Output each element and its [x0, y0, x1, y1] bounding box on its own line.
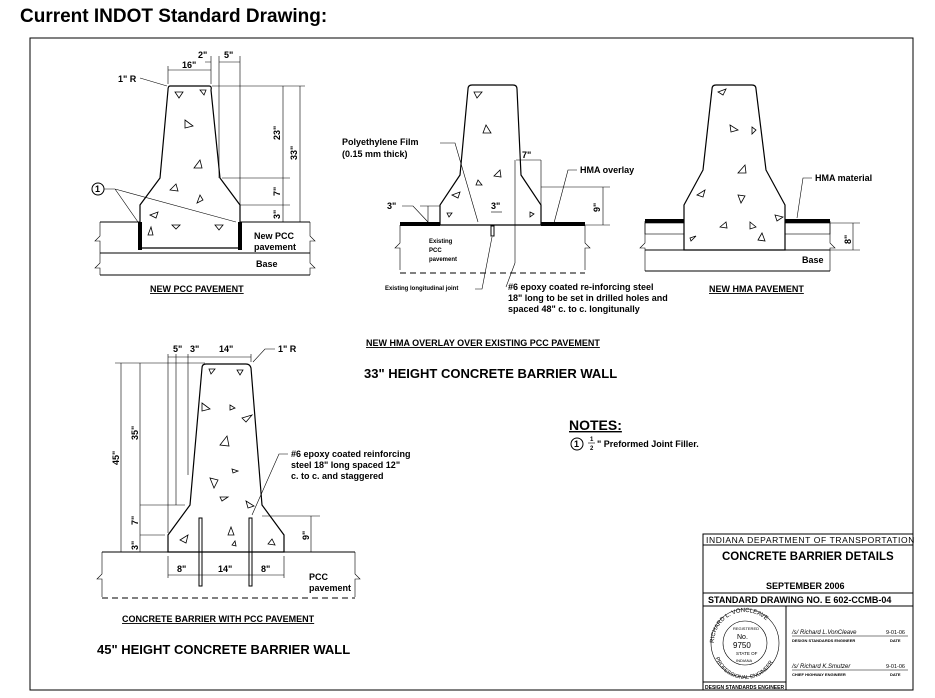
detail-caption: NEW HMA PAVEMENT [709, 284, 804, 294]
rebar-note-2: 18" long to be set in drilled holes and [508, 293, 668, 303]
pavement-label-2: pavement [254, 242, 296, 252]
radius-label: 1" R [118, 74, 137, 84]
seal-indiana: INDIANA [736, 658, 753, 663]
dim-3: 3" [190, 344, 199, 354]
rebar-note-2: steel 18" long spaced 12" [291, 460, 400, 470]
pavement-label: New PCC [254, 231, 295, 241]
seal-number: 9750 [733, 641, 751, 650]
joint-label: Existing longitudinal joint [385, 286, 458, 292]
existing-label-2: PCC [429, 248, 442, 254]
dim-45: 45" [111, 451, 121, 465]
dim-33: 33" [289, 146, 299, 160]
dim-16: 16" [182, 60, 196, 70]
rebar-note: #6 epoxy coated reinforcing [291, 449, 411, 459]
signature-1-date: 9-01-06 [886, 630, 905, 636]
fraction-denominator: 2 [590, 446, 594, 452]
signature-2-date: 9-01-06 [886, 664, 905, 670]
pavement-label-2: pavement [309, 583, 351, 593]
barrier-section [683, 84, 786, 251]
dim-8-left: 8" [177, 564, 186, 574]
drawing-title: CONCRETE BARRIER DETAILS [722, 551, 894, 563]
hma-overlay-label: HMA overlay [580, 165, 634, 175]
drawing-number: STANDARD DRAWING NO. E 602-CCMB-04 [708, 595, 891, 605]
dim-8-right: 8" [261, 564, 270, 574]
dim-23: 23" [272, 126, 282, 140]
note-text: " Preformed Joint Filler. [597, 439, 699, 449]
title-block: INDIANA DEPARTMENT OF TRANSPORTATION CON… [702, 533, 915, 691]
rebar-note-3: c. to c. and staggered [291, 471, 384, 481]
signature-2: /s/ Richard K.Smutzer [791, 664, 851, 670]
dim-2: 2" [198, 50, 207, 60]
notes: NOTES: 1 1 2 " Preformed Joint Filler. [569, 417, 699, 452]
signature-2-date-label: DATE [890, 672, 901, 677]
dim-14-bottom: 14" [218, 564, 232, 574]
dim-7: 7" [522, 150, 531, 160]
film-label-2: (0.15 mm thick) [342, 149, 408, 159]
notes-title: NOTES: [569, 417, 622, 433]
signature-1-date-label: DATE [890, 638, 901, 643]
fraction-numerator: 1 [590, 437, 594, 443]
rebar-note: #6 epoxy coated re-inforcing steel [508, 282, 654, 292]
dim-5: 5" [173, 344, 182, 354]
barrier-section [167, 363, 285, 553]
detail-caption: CONCRETE BARRIER WITH PCC PAVEMENT [122, 614, 315, 624]
signature-2-role: CHIEF HIGHWAY ENGINEER [792, 672, 846, 677]
dim-7: 7" [272, 187, 282, 196]
detail-caption: NEW HMA OVERLAY OVER EXISTING PCC PAVEME… [366, 338, 600, 348]
signature-1: /s/ Richard L.VonCleave [791, 630, 857, 636]
seal-footer: DESIGN STANDARDS ENGINEER [705, 685, 784, 691]
base-label: Base [802, 255, 824, 265]
detail-caption: NEW PCC PAVEMENT [150, 284, 244, 294]
dim-5: 5" [224, 50, 233, 60]
existing-label-3: pavement [429, 257, 457, 263]
seal-no: No. [737, 634, 748, 641]
dim-7: 7" [130, 516, 140, 525]
radius-label: 1" R [278, 344, 297, 354]
signature-1-role: DESIGN STANDARDS ENGINEER [792, 638, 855, 643]
dim-3-left: 3" [387, 201, 396, 211]
dim-3: 3" [272, 210, 282, 219]
detail-hma-overlay: Polyethylene Film (0.15 mm thick) 7" HMA… [342, 84, 668, 348]
existing-label: Existing [429, 239, 453, 245]
dim-8: 8" [843, 235, 853, 244]
drawing-date: SEPTEMBER 2006 [766, 581, 845, 591]
detail-new-hma-pavement: 8" HMA material Base NEW HMA PAVEMENT [639, 84, 872, 294]
dim-14: 14" [219, 344, 233, 354]
dim-9: 9" [301, 531, 311, 540]
page-heading: Current INDOT Standard Drawing: [20, 6, 328, 27]
engineer-seal: RICHARD L. VONCLEAVE PROFESSIONAL ENGINE… [710, 608, 780, 681]
pavement-label: PCC [309, 572, 329, 582]
base-label: Base [256, 259, 278, 269]
rebar-note-3: spaced 48" c. to c. longitunally [508, 304, 640, 314]
detail-45-pcc-pavement: 5" 3" 14" 1" R 45" 35" 7" 3" 9" #6 epoxy… [96, 344, 411, 624]
dim-3-mid: 3" [491, 201, 500, 211]
agency-name: INDIANA DEPARTMENT OF TRANSPORTATION [706, 535, 915, 545]
hma-material-label: HMA material [815, 173, 872, 183]
seal-registered: REGISTERED [733, 626, 759, 631]
film-label: Polyethylene Film [342, 137, 419, 147]
note-marker: 1 [574, 439, 579, 449]
dim-3b: 3" [130, 541, 140, 550]
section-title-45: 45" HEIGHT CONCRETE BARRIER WALL [97, 642, 350, 657]
note-marker: 1 [95, 184, 100, 194]
section-title-33: 33" HEIGHT CONCRETE BARRIER WALL [364, 366, 617, 381]
barrier-section [139, 85, 241, 249]
drawing-frame [29, 37, 914, 691]
dim-9: 9" [592, 203, 602, 212]
seal-state: STATE OF [736, 651, 758, 656]
detail-new-pcc-pavement: 16" 2" 5" 1" R 23" 33" 7" 3" 1 New PCC p… [91, 50, 316, 294]
dim-35: 35" [130, 426, 140, 440]
